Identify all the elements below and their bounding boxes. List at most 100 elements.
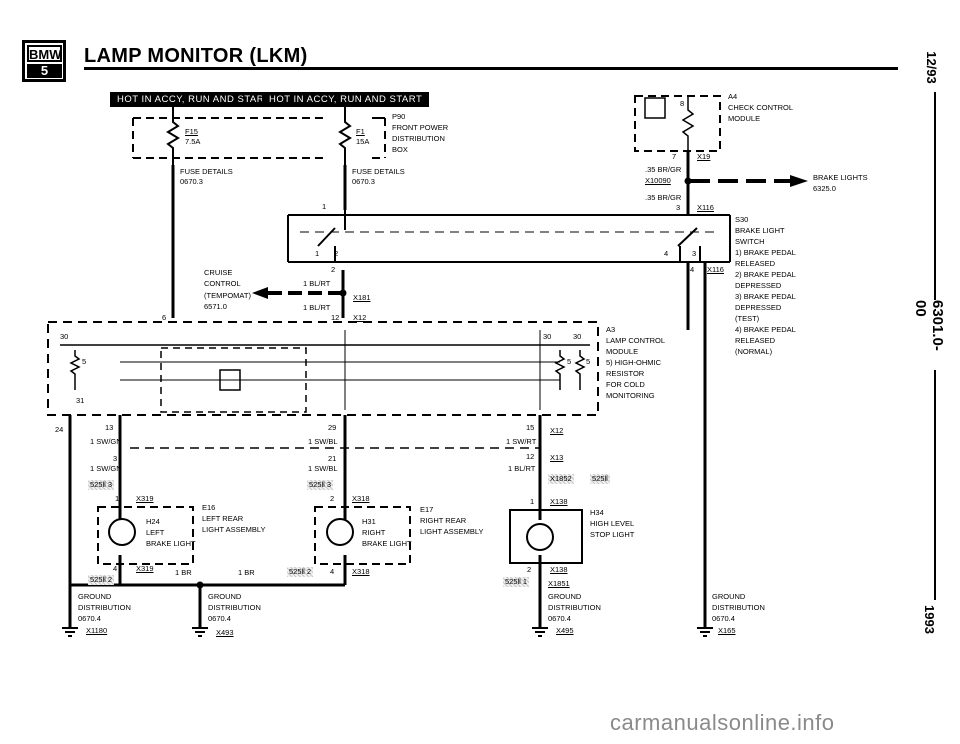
brake-switch-id: S30 xyxy=(735,215,749,224)
brake-switch-desc-10: RELEASED xyxy=(735,336,776,345)
wire-mid-1: 1 SW/BL xyxy=(308,437,338,446)
lamp-control-pin-30c: 30 xyxy=(573,332,582,341)
brake-switch-desc-11: (NORMAL) xyxy=(735,347,773,356)
logo-series-number: 5 xyxy=(27,64,62,78)
brake-switch-desc-0: BRAKE LIGHT xyxy=(735,226,785,235)
fuse-box-desc-3: BOX xyxy=(392,145,408,154)
ground-4-line-0: GROUND xyxy=(712,592,746,601)
lamp-center-pin-bottom: 4 xyxy=(330,567,335,576)
lamp-control-pin-31: 31 xyxy=(76,396,85,405)
hatch-label-mid-2: 525ll 2 xyxy=(287,567,314,577)
lamp-left-desc-1: LIGHT ASSEMBLY xyxy=(202,525,266,534)
brake-lights-label: BRAKE LIGHTS xyxy=(813,173,868,182)
fuse-f15-name: F15 xyxy=(185,127,198,136)
pin-21: 21 xyxy=(328,454,337,463)
brake-switch-pin-4: 4 xyxy=(664,249,669,258)
lamp-left-id: E16 xyxy=(202,503,216,512)
lamp-left-bulb xyxy=(108,518,136,546)
brake-switch-pin-4b: 4 xyxy=(690,265,695,274)
wire-right-1: 1 SW/RT xyxy=(506,437,537,446)
ground-wire-right: 1 BR xyxy=(238,568,255,577)
lamp-left-bulb-id: H24 xyxy=(146,517,160,526)
ground-symbol-3 xyxy=(532,627,548,637)
brake-switch-desc-8: (TEST) xyxy=(735,314,760,323)
lamp-center-desc-0: RIGHT REAR xyxy=(420,516,467,525)
lamp-highlevel-bulb xyxy=(526,523,554,551)
lamp-high-pin-bottom: 2 xyxy=(527,565,532,574)
lamp-center-conn-top: X318 xyxy=(352,494,370,503)
ground-2-line-2: 0670.4 xyxy=(208,614,231,623)
title-underline xyxy=(84,67,898,70)
cruise-connector-2: X12 xyxy=(353,313,367,322)
ground-2-line-1: DISTRIBUTION xyxy=(208,603,261,612)
lamp-control-pin-30b: 30 xyxy=(543,332,552,341)
lamp-center-desc-1: LIGHT ASSEMBLY xyxy=(420,527,484,536)
lamp-left-conn-top: X319 xyxy=(136,494,154,503)
pin-12: 12 xyxy=(526,452,535,461)
hatch-label-left-3: 525ll 3 xyxy=(88,480,115,490)
lamp-control-box xyxy=(47,321,599,416)
lamp-center-pin-top: 2 xyxy=(330,494,335,503)
lamp-control-desc-2: 5) HIGH-OHMIC xyxy=(606,358,661,367)
lamp-left-desc-0: LEFT REAR xyxy=(202,514,244,523)
ground-3-line-2: 0670.4 xyxy=(548,614,571,623)
pin-13: 13 xyxy=(105,423,114,432)
fuse-box-id: P90 xyxy=(392,112,406,121)
lamp-control-pin-5c: 5 xyxy=(586,357,591,366)
connector-x12: X12 xyxy=(550,426,564,435)
fuse-f1-rating: 15A xyxy=(356,137,370,146)
brake-switch-desc-3: RELEASED xyxy=(735,259,776,268)
lamp-center-id: E17 xyxy=(420,505,434,514)
ground-2-line-0: GROUND xyxy=(208,592,242,601)
brake-wire-2: .35 BR/GR xyxy=(645,193,682,202)
ground-symbol-4 xyxy=(697,627,713,637)
ground-1-conn: X1180 xyxy=(86,626,108,635)
brake-wire-splice: X10090 xyxy=(645,176,671,185)
brake-lights-ref: 6325.0 xyxy=(813,184,836,193)
brake-wire-connector: X116 xyxy=(697,203,714,212)
pin-29: 29 xyxy=(328,423,337,432)
brake-switch-pin-1: 1 xyxy=(315,249,320,258)
ground-4-line-2: 0670.4 xyxy=(712,614,735,623)
wire-mid-2: 1 SW/BL xyxy=(308,464,338,473)
hatch-label-right-1: 525ll 1 xyxy=(503,577,530,587)
fuse-details-left-2: 0670.3 xyxy=(180,177,203,186)
connector-x13: X13 xyxy=(550,453,564,462)
ground-1-line-1: DISTRIBUTION xyxy=(78,603,131,612)
brake-switch-desc-5: DEPRESSED xyxy=(735,281,782,290)
cruise-wire-1: 1 BL/RT xyxy=(303,279,331,288)
ground-4-conn: X165 xyxy=(718,626,736,635)
hatch-label-mid-3: 525ll 3 xyxy=(307,480,334,490)
fuse-box-desc-2: DISTRIBUTION xyxy=(392,134,445,143)
lamp-center-bulb-desc-0: RIGHT xyxy=(362,528,386,537)
lamp-control-desc-3: RESISTOR xyxy=(606,369,645,378)
brake-switch-pin-2: 2 xyxy=(334,249,339,258)
brake-switch-pin-3: 3 xyxy=(692,249,697,258)
cruise-desc-2: (TEMPOMAT) xyxy=(204,291,251,300)
watermark-text: carmanualsonline.info xyxy=(610,710,835,735)
lamp-control-desc-0: LAMP CONTROL xyxy=(606,336,666,345)
fuse-details-right-2: 0670.3 xyxy=(352,177,375,186)
lamp-control-desc-5: MONITORING xyxy=(606,391,655,400)
brake-switch-desc-4: 2) BRAKE PEDAL xyxy=(735,270,796,279)
lamp-feed-pin-6: 6 xyxy=(162,313,167,322)
ground-3-line-0: GROUND xyxy=(548,592,582,601)
check-control-id: A4 xyxy=(728,92,738,101)
lamp-left-pin-top: 1 xyxy=(115,494,120,503)
hatch-label-x1852: X1852 xyxy=(548,474,574,484)
brake-switch-desc-1: SWITCH xyxy=(735,237,765,246)
lamp-high-desc-0: HIGH LEVEL xyxy=(590,519,635,528)
cruise-desc-3: 6571.0 xyxy=(204,302,227,311)
banner-hot-right: HOT IN ACCY, RUN AND START xyxy=(262,92,430,107)
lamp-control-id: A3 xyxy=(606,325,616,334)
cruise-pin: 12 xyxy=(331,313,340,322)
fuse-box-desc-1: FRONT POWER xyxy=(392,123,449,132)
lamp-right-bulb xyxy=(326,518,354,546)
pin-24: 24 xyxy=(55,425,64,434)
lamp-center-bulb-id: H31 xyxy=(362,517,376,526)
page-title: LAMP MONITOR (LKM) xyxy=(84,45,308,67)
fuse-f1 xyxy=(338,107,352,165)
hatch-label-left-2: 525ll 2 xyxy=(88,575,115,585)
brake-switch-connector: X116 xyxy=(707,265,724,274)
cruise-connector: X181 xyxy=(353,293,371,302)
